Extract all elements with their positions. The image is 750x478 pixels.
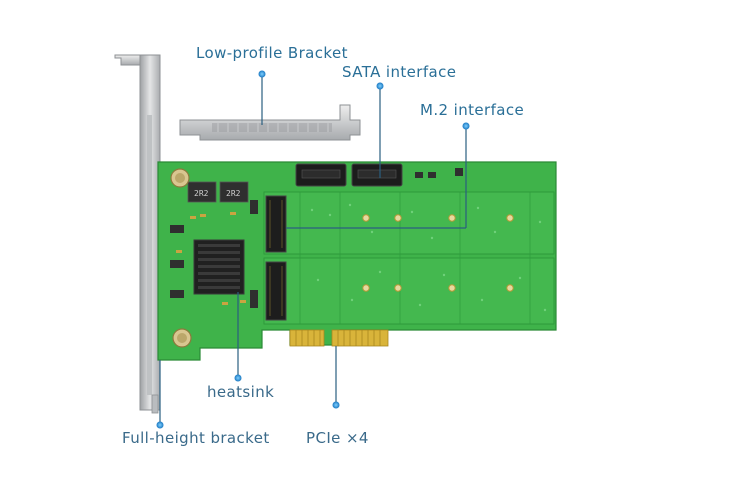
pcie-x4-connector	[289, 329, 389, 347]
inductor-label-2: 2R2	[226, 189, 241, 198]
callout-dots	[156, 70, 470, 429]
callout-lines	[159, 74, 467, 425]
m2-interface-label: M.2 interface	[420, 101, 525, 119]
inductor-label-1: 2R2	[194, 189, 209, 198]
heatsink-label: heatsink	[207, 383, 275, 401]
full-height-bracket-label: Full-height bracket	[122, 429, 270, 447]
pcie-label: PCIe ×4	[306, 429, 369, 447]
sata-connectors	[295, 163, 403, 187]
low-profile-bracket	[179, 104, 361, 141]
low-profile-bracket-label: Low-profile Bracket	[196, 44, 348, 62]
pcb-board: 2R2 2R2	[157, 161, 557, 361]
full-height-bracket	[114, 54, 161, 414]
heatsink	[193, 239, 245, 295]
mounting-screws	[170, 168, 192, 348]
sata-interface-label: SATA interface	[342, 63, 457, 81]
m2-connectors	[265, 195, 287, 321]
